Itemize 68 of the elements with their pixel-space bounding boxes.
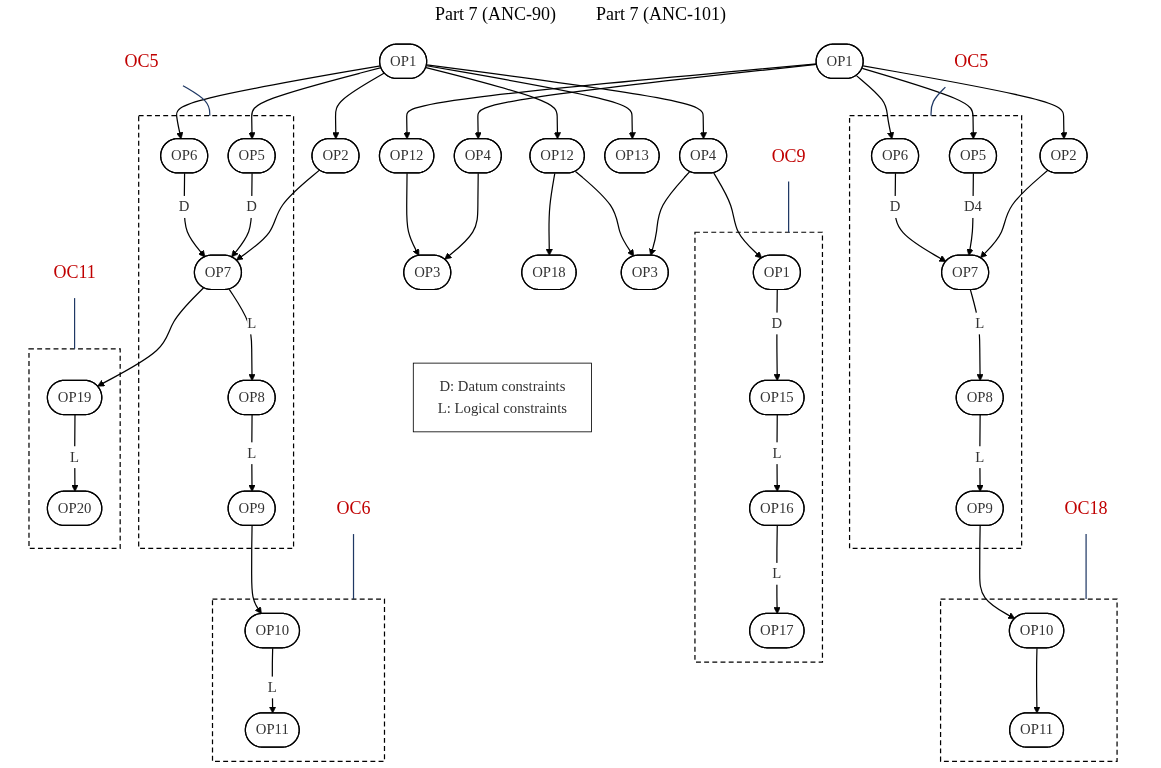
arrow [228,288,256,382]
arrow [474,63,818,140]
arrow [545,172,556,256]
edge-label: L [772,444,782,462]
edge-label: D [246,198,257,215]
edge-label: L [772,565,782,582]
arrow [406,172,420,257]
cluster [939,598,1118,763]
arrow [251,525,262,615]
arrow [862,65,1068,140]
arrow [248,67,382,140]
node-text: OC18 [1064,498,1108,519]
arrow [71,414,79,492]
arrow [855,75,895,140]
arrow [426,65,636,140]
arrow [649,171,691,256]
edge-label: L [70,448,80,465]
arrow [979,525,1016,620]
arrow [894,172,947,262]
connector [930,86,946,117]
arrow [269,647,277,714]
connector [788,180,790,233]
connector [182,85,211,117]
node-text: OC5 [954,51,989,72]
arrow [175,65,382,140]
edge-label: L [975,448,985,465]
edge-label: D [889,198,901,215]
arrow [236,169,321,261]
edge-label: L [267,678,277,696]
arrow [332,72,385,140]
node-text: OC6 [336,498,371,519]
cluster [848,115,1023,549]
node-text: OC9 [771,145,806,166]
cluster [28,348,121,549]
edge-label: D [771,314,783,332]
node-text: OC11 [53,262,96,283]
arrow [713,172,763,259]
connector [352,533,355,600]
arrow [248,414,256,492]
arrow [861,67,977,140]
arrow [574,170,635,257]
arrow [426,64,707,140]
cluster [694,231,824,663]
arrow [773,289,781,382]
arrow [976,414,984,492]
arrow [980,169,1049,259]
arrow [183,172,206,258]
cluster [138,115,295,549]
arrow [1033,647,1041,714]
edge-label: D [178,198,190,215]
node-box: D: Datum constraints L: Logical constraints [412,362,592,433]
arrow [231,172,253,258]
arrow [97,287,205,387]
arrow [425,66,562,140]
arrow [444,172,479,260]
part-label: Part 7 (ANC-90) [435,4,556,25]
part-label: Part 7 (ANC-101) [596,4,726,25]
arrow [773,414,781,492]
connector [73,297,76,350]
node-text: OC5 [124,51,159,72]
connector [1085,533,1087,600]
arrow [403,63,818,140]
arrow [773,525,781,615]
edge-label: L [247,314,257,332]
edge-label: D4 [963,198,982,215]
edge-label: L [247,444,257,462]
edge-label: L [975,314,985,332]
cluster [211,598,386,763]
